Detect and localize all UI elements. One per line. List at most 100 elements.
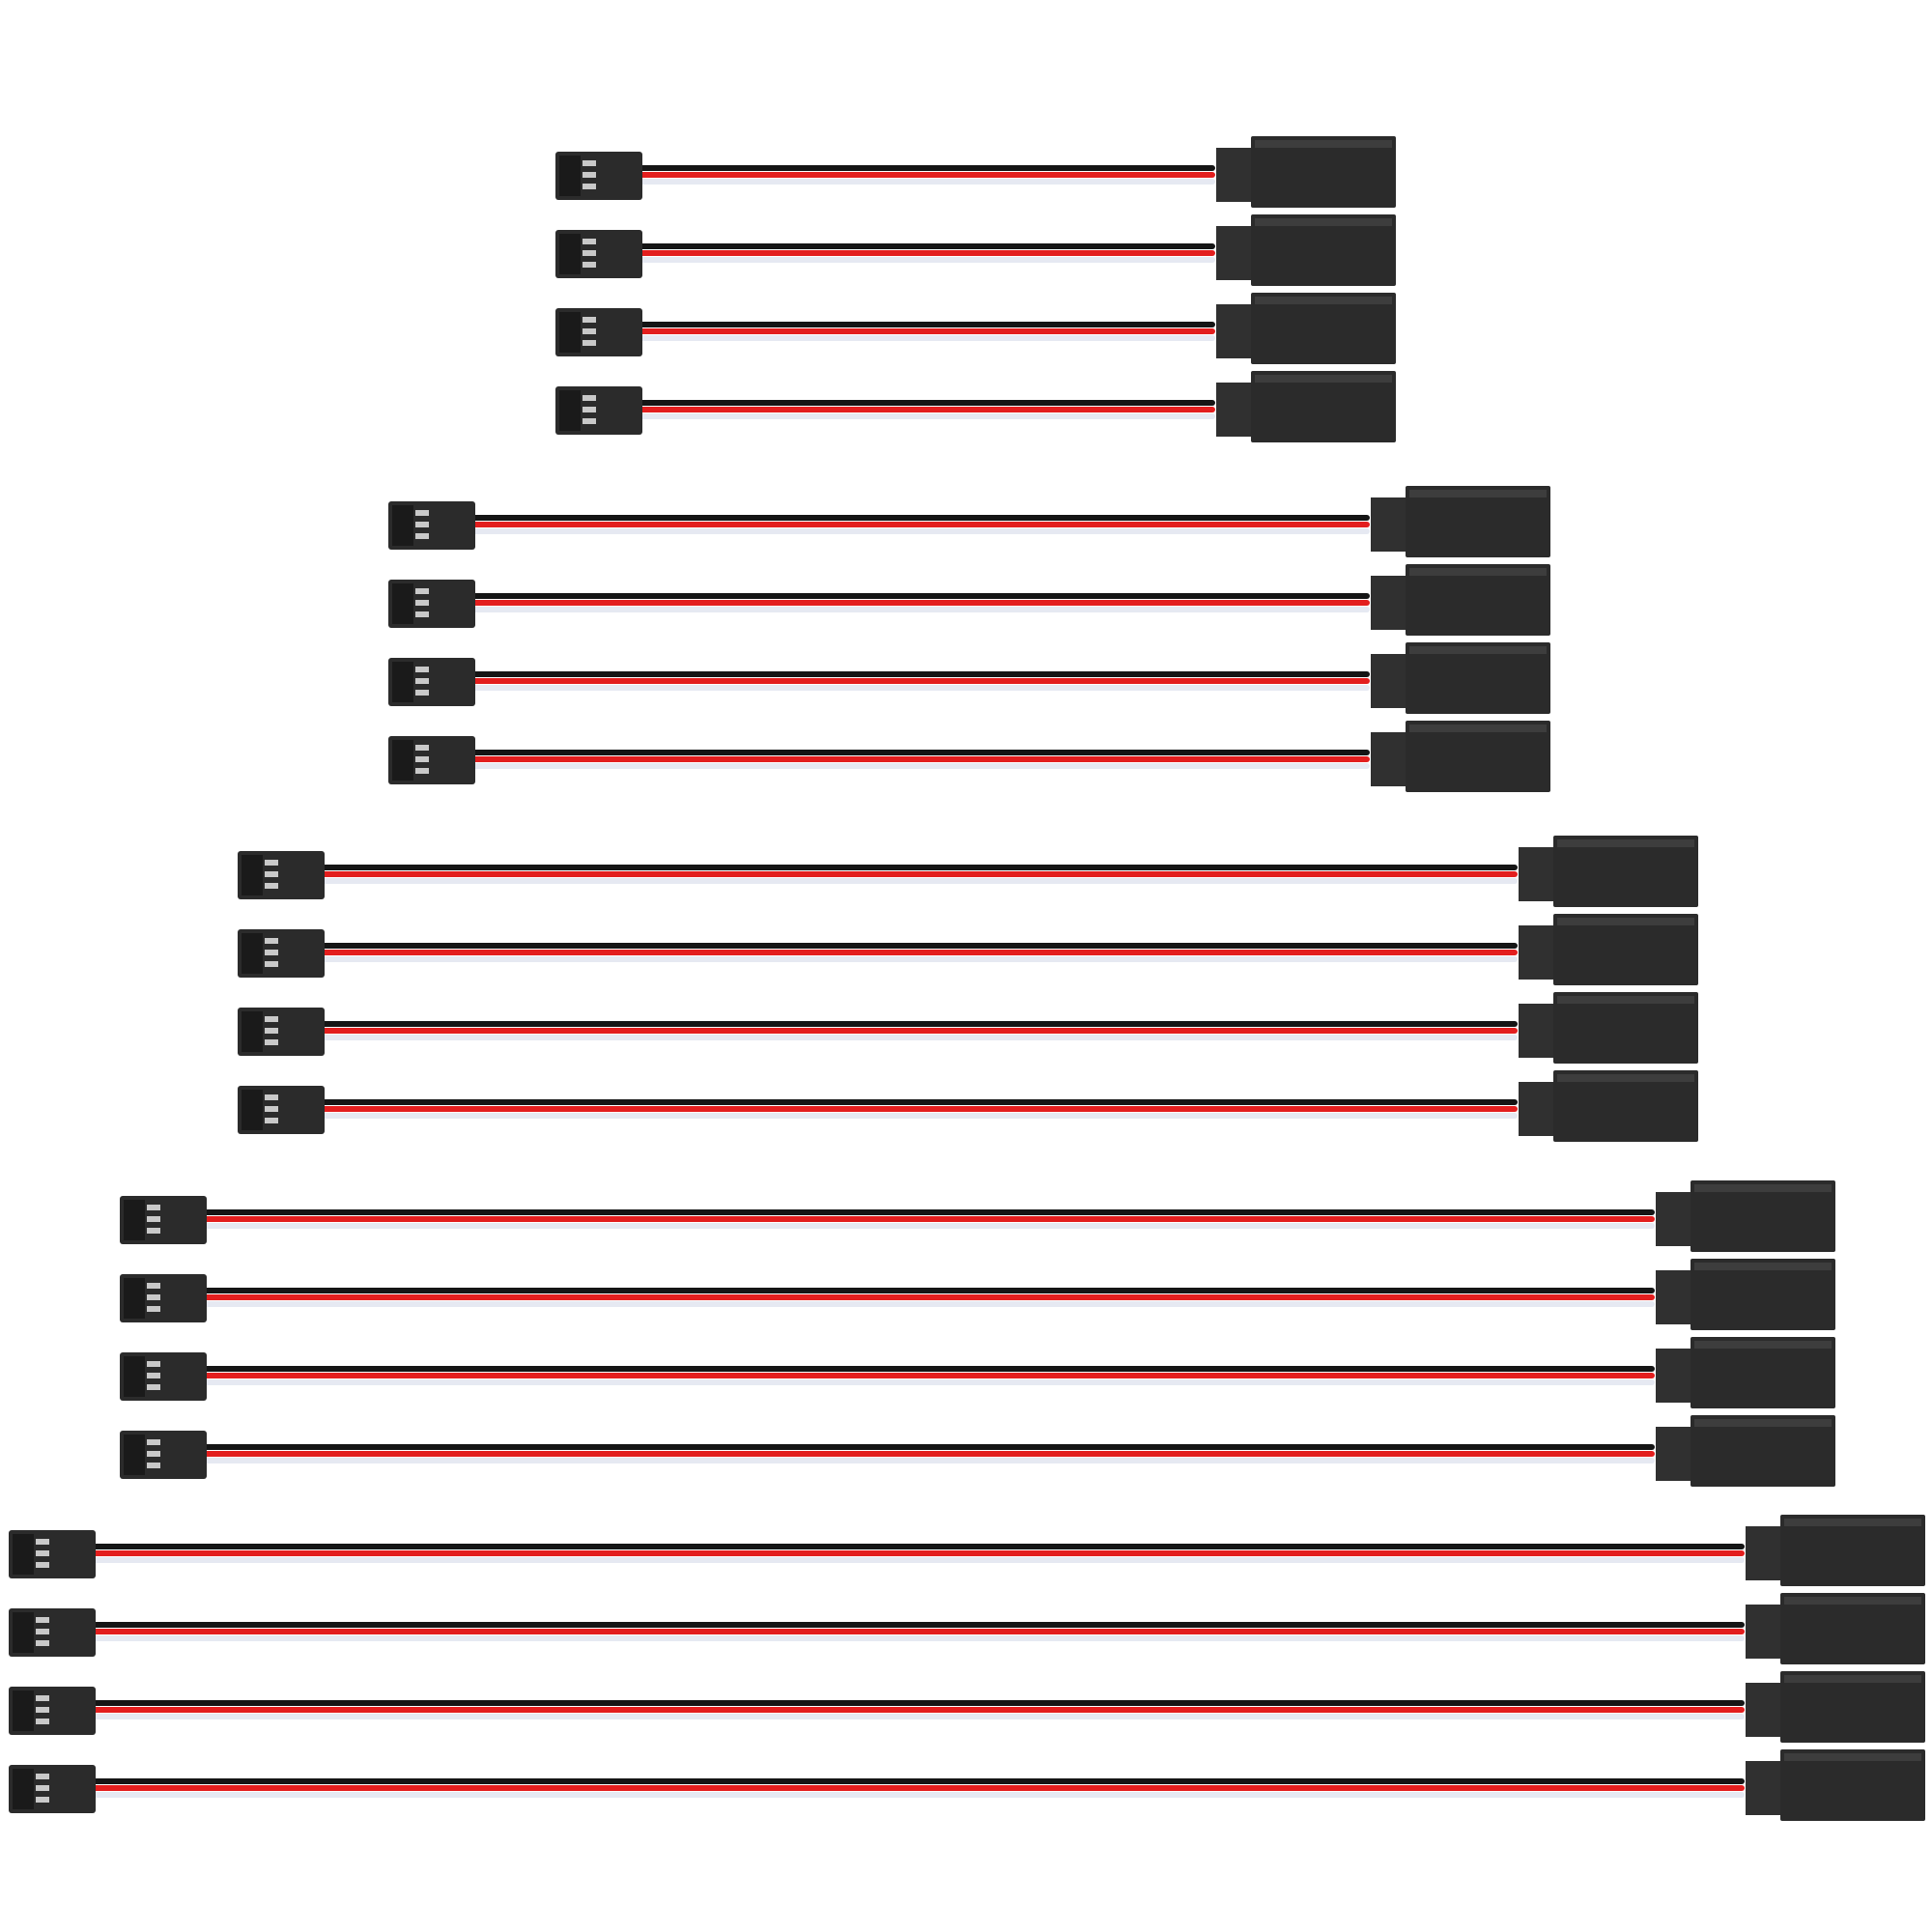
socket-collar: [1656, 1270, 1690, 1324]
servo-cable: [388, 642, 1550, 714]
male-plug-face: [392, 740, 413, 781]
socket-highlight: [1784, 1675, 1921, 1683]
socket-collar: [1746, 1605, 1780, 1659]
female-socket: [1553, 914, 1698, 985]
male-pin: [36, 1617, 49, 1623]
socket-collar: [1216, 383, 1251, 437]
socket-collar: [1746, 1683, 1780, 1737]
female-socket: [1553, 992, 1698, 1064]
socket-collar: [1746, 1526, 1780, 1580]
male-plug-face: [124, 1435, 145, 1475]
socket-highlight: [1557, 996, 1694, 1004]
male-pin: [265, 1039, 278, 1045]
male-pin: [582, 160, 596, 166]
male-pin: [265, 1028, 278, 1034]
female-socket: [1780, 1515, 1925, 1586]
male-pin: [147, 1216, 160, 1222]
male-plug-face: [13, 1534, 34, 1575]
male-plug-face: [559, 234, 581, 274]
male-pin: [582, 317, 596, 323]
socket-highlight: [1409, 490, 1547, 497]
male-pin: [265, 961, 278, 967]
male-pin: [36, 1719, 49, 1724]
cable-group-5: [9, 1515, 1925, 1821]
female-socket: [1780, 1671, 1925, 1743]
socket-collar: [1371, 654, 1406, 708]
socket-highlight: [1784, 1519, 1921, 1526]
male-plug-face: [392, 505, 413, 546]
socket-highlight: [1694, 1263, 1832, 1270]
male-pin: [582, 418, 596, 424]
servo-cable: [120, 1180, 1835, 1252]
male-plug-face: [124, 1356, 145, 1397]
female-socket: [1406, 721, 1550, 792]
female-socket: [1553, 836, 1698, 907]
cable-groups: [9, 136, 1925, 1821]
male-pin: [265, 1094, 278, 1100]
male-plug-face: [392, 662, 413, 702]
male-pin: [265, 871, 278, 877]
male-plug-face: [242, 1090, 263, 1130]
male-pin: [147, 1228, 160, 1234]
male-pin: [147, 1463, 160, 1468]
male-pin: [147, 1306, 160, 1312]
servo-cable: [555, 371, 1396, 442]
socket-highlight: [1694, 1184, 1832, 1192]
cable-group-2: [388, 486, 1550, 792]
cable-group-4: [120, 1180, 1835, 1487]
female-socket: [1406, 564, 1550, 636]
socket-collar: [1371, 497, 1406, 552]
female-socket: [1251, 136, 1396, 208]
male-pin: [265, 950, 278, 955]
socket-highlight: [1557, 839, 1694, 847]
male-pin: [582, 250, 596, 256]
male-pin: [582, 184, 596, 189]
male-pin: [147, 1439, 160, 1445]
servo-cable: [388, 564, 1550, 636]
servo-cable: [120, 1259, 1835, 1330]
male-pin: [36, 1562, 49, 1568]
socket-collar: [1519, 925, 1553, 980]
male-pin: [582, 407, 596, 412]
servo-cable: [388, 486, 1550, 557]
female-socket: [1690, 1259, 1835, 1330]
male-pin: [147, 1373, 160, 1378]
female-socket: [1690, 1415, 1835, 1487]
male-plug-face: [559, 390, 581, 431]
male-pin: [415, 611, 429, 617]
male-pin: [265, 883, 278, 889]
male-plug-face: [13, 1612, 34, 1653]
socket-highlight: [1255, 218, 1392, 226]
male-pin: [147, 1451, 160, 1457]
socket-collar: [1216, 304, 1251, 358]
male-pin: [415, 522, 429, 527]
cable-group-3: [238, 836, 1698, 1142]
servo-cable: [238, 836, 1698, 907]
servo-cable: [120, 1337, 1835, 1408]
socket-highlight: [1255, 140, 1392, 148]
male-pin: [582, 239, 596, 244]
cable-group-1: [555, 136, 1396, 442]
male-pin: [36, 1785, 49, 1791]
socket-collar: [1216, 148, 1251, 202]
socket-collar: [1656, 1349, 1690, 1403]
servo-cable: [120, 1415, 1835, 1487]
male-plug-face: [392, 583, 413, 624]
female-socket: [1690, 1337, 1835, 1408]
socket-highlight: [1255, 375, 1392, 383]
female-socket: [1406, 486, 1550, 557]
male-plug-face: [124, 1200, 145, 1240]
male-pin: [36, 1695, 49, 1701]
female-socket: [1406, 642, 1550, 714]
male-pin: [265, 1106, 278, 1112]
socket-highlight: [1784, 1597, 1921, 1605]
female-socket: [1553, 1070, 1698, 1142]
female-socket: [1690, 1180, 1835, 1252]
socket-highlight: [1557, 918, 1694, 925]
socket-collar: [1519, 1082, 1553, 1136]
male-pin: [36, 1629, 49, 1634]
socket-highlight: [1409, 646, 1547, 654]
socket-collar: [1371, 576, 1406, 630]
male-pin: [265, 1118, 278, 1123]
male-pin: [36, 1797, 49, 1803]
